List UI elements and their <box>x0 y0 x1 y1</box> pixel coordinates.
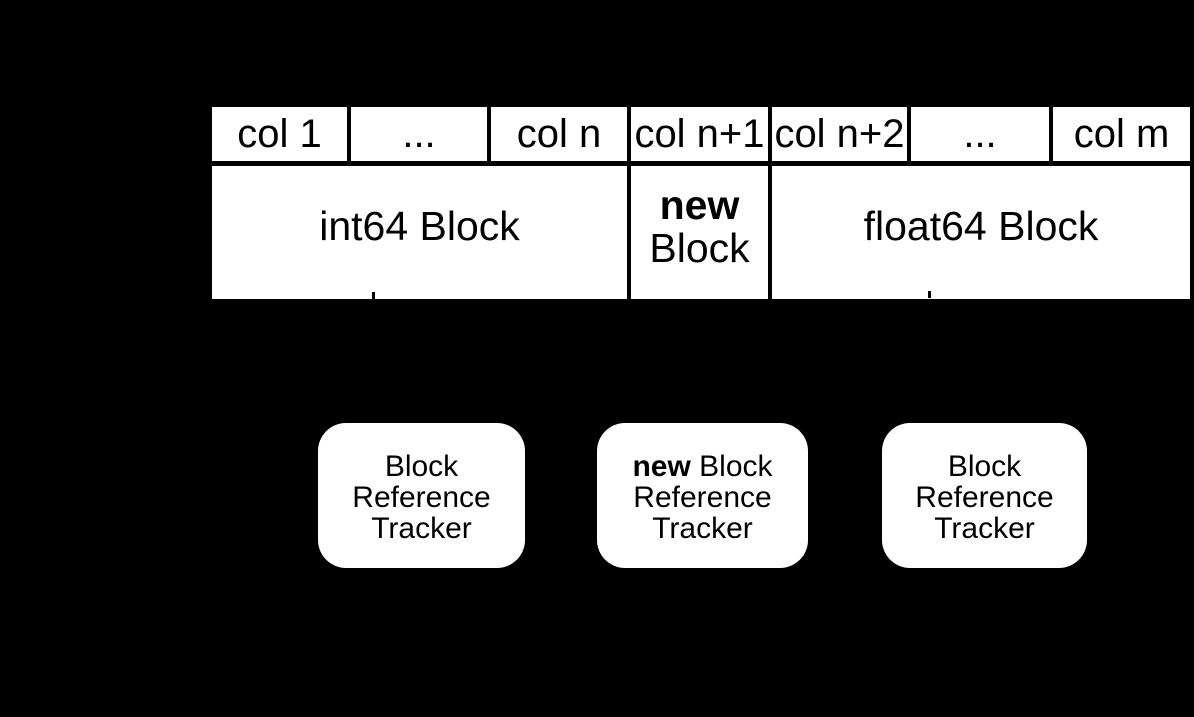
tracker-line2: Reference <box>915 481 1054 514</box>
column-header-label: col m <box>1073 112 1170 156</box>
column-header-ellipsis-left: ... <box>351 107 491 166</box>
column-header-label: col n+1 <box>634 112 765 156</box>
tracker-line3: Tracker <box>652 512 753 545</box>
column-header-coln1: col n+1 <box>631 107 772 166</box>
tracker-line3: Tracker <box>934 512 1035 545</box>
column-header-label: ... <box>963 112 997 156</box>
column-header-label: col n <box>516 112 602 156</box>
column-header-col1: col 1 <box>212 107 351 166</box>
block-reference-tracker-new: new Block Reference Tracker <box>597 423 808 568</box>
column-header-coln: col n <box>491 107 631 166</box>
column-header-label: col 1 <box>237 112 322 156</box>
tracker-line2: Reference <box>352 481 491 514</box>
new-block: new Block <box>631 166 772 299</box>
new-block-label: Block <box>649 224 750 271</box>
int64-block-label: int64 Block <box>319 203 520 249</box>
column-header-coln2: col n+2 <box>772 107 911 166</box>
column-header-label: ... <box>402 112 436 156</box>
block-reference-tracker-float64: Block Reference Tracker <box>882 423 1087 568</box>
float64-block-label: float64 Block <box>863 203 1099 249</box>
column-header-colm: col m <box>1053 107 1190 166</box>
int64-block: int64 Block <box>212 166 631 299</box>
block-reference-tracker-int64: Block Reference Tracker <box>318 423 525 568</box>
float64-block: float64 Block <box>772 166 1190 299</box>
tracker-line1: Block <box>385 451 458 482</box>
new-block-label-bold: new <box>659 181 740 228</box>
tracker-line2: Reference <box>633 481 772 514</box>
tracker-line1-bold: new <box>632 450 691 483</box>
tracker-line1-text: Block <box>690 450 773 483</box>
arrow-tip-float64 <box>928 291 931 298</box>
tracker-line1: new Block <box>632 451 772 482</box>
column-header-label: col n+2 <box>774 112 905 156</box>
tracker-line1: Block <box>948 451 1021 482</box>
tracker-line1-text: Block <box>384 450 459 483</box>
arrow-tip-int64 <box>372 292 375 299</box>
tracker-line3: Tracker <box>371 512 472 545</box>
column-header-ellipsis-right: ... <box>911 107 1053 166</box>
tracker-line1-text: Block <box>947 450 1022 483</box>
dataframe-block-table: col 1 ... col n col n+1 col n+2 ... col … <box>212 107 1190 299</box>
